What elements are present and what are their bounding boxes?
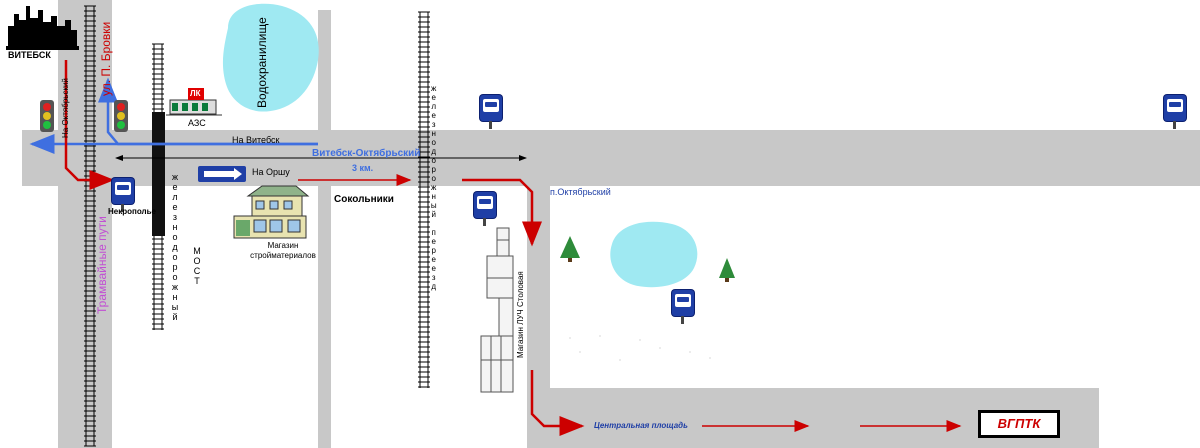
red-route-down — [530, 370, 585, 436]
bus-stop-icon — [480, 95, 502, 129]
distance-value: 3 км. — [352, 163, 374, 173]
reservoir-water — [222, 3, 319, 112]
place-label-sokolniki: Сокольники — [334, 194, 394, 205]
red-route-turn — [462, 178, 542, 247]
direction-label-orsha: На Оршу — [252, 167, 290, 177]
place-label-oktyabrsky: п.Октябрьский — [550, 187, 611, 197]
destination-box: ВГПТК — [978, 410, 1060, 438]
rail-bridge-label: железнодорожный — [170, 172, 180, 322]
tram-rails — [84, 5, 96, 447]
store-label: Магазин стройматериалов — [250, 241, 316, 260]
traffic-light-icon — [40, 100, 54, 132]
house-icon — [233, 185, 310, 239]
bus-stop-icon — [474, 192, 496, 226]
red-route-from-city — [64, 60, 115, 190]
gas-station-logo: ЛК — [190, 89, 201, 98]
direction-label-vitebsk: На Витебск — [232, 135, 280, 145]
pond-water — [610, 221, 698, 288]
tree-icon — [560, 236, 580, 262]
faint-area — [569, 335, 711, 361]
street-label-tram: Трамвайные пути — [95, 216, 109, 314]
sokolniki-road — [318, 10, 331, 448]
bus-stop-icon — [672, 290, 694, 324]
direction-arrow-icon — [198, 166, 246, 182]
city-badge-label: ВИТЕБСК — [8, 50, 51, 60]
shops-row-buildings — [480, 227, 514, 393]
railway-bridge-deck — [152, 112, 165, 236]
gas-station-icon — [166, 88, 222, 116]
place-label-nekropole: Некрополье — [108, 207, 156, 216]
bus-stop-icon — [112, 178, 134, 212]
distance-label: Витебск-Октябрьский — [312, 148, 421, 159]
crossing-rails — [418, 11, 430, 388]
gas-station-label: АЗС — [188, 118, 206, 128]
roads — [22, 0, 1200, 448]
traffic-light-icon — [114, 100, 128, 132]
tree-icon — [719, 258, 735, 282]
street-label-na-oktyabrsky: На Октябрьский — [61, 78, 70, 138]
rail-bridge-word: МОСТ — [192, 246, 202, 286]
bus-stop-icon — [1164, 95, 1186, 129]
shops-row-label: Магазин ЛУЧ Столовая — [516, 271, 525, 358]
rail-crossing-label: железнодорожный переезд — [429, 84, 439, 291]
city-skyline-icon — [6, 6, 79, 50]
central-square-label: Центральная площадь — [594, 421, 688, 430]
reservoir-label: Водохранилище — [255, 17, 269, 108]
street-label-brovki: ул. П. Бровки — [99, 21, 113, 96]
